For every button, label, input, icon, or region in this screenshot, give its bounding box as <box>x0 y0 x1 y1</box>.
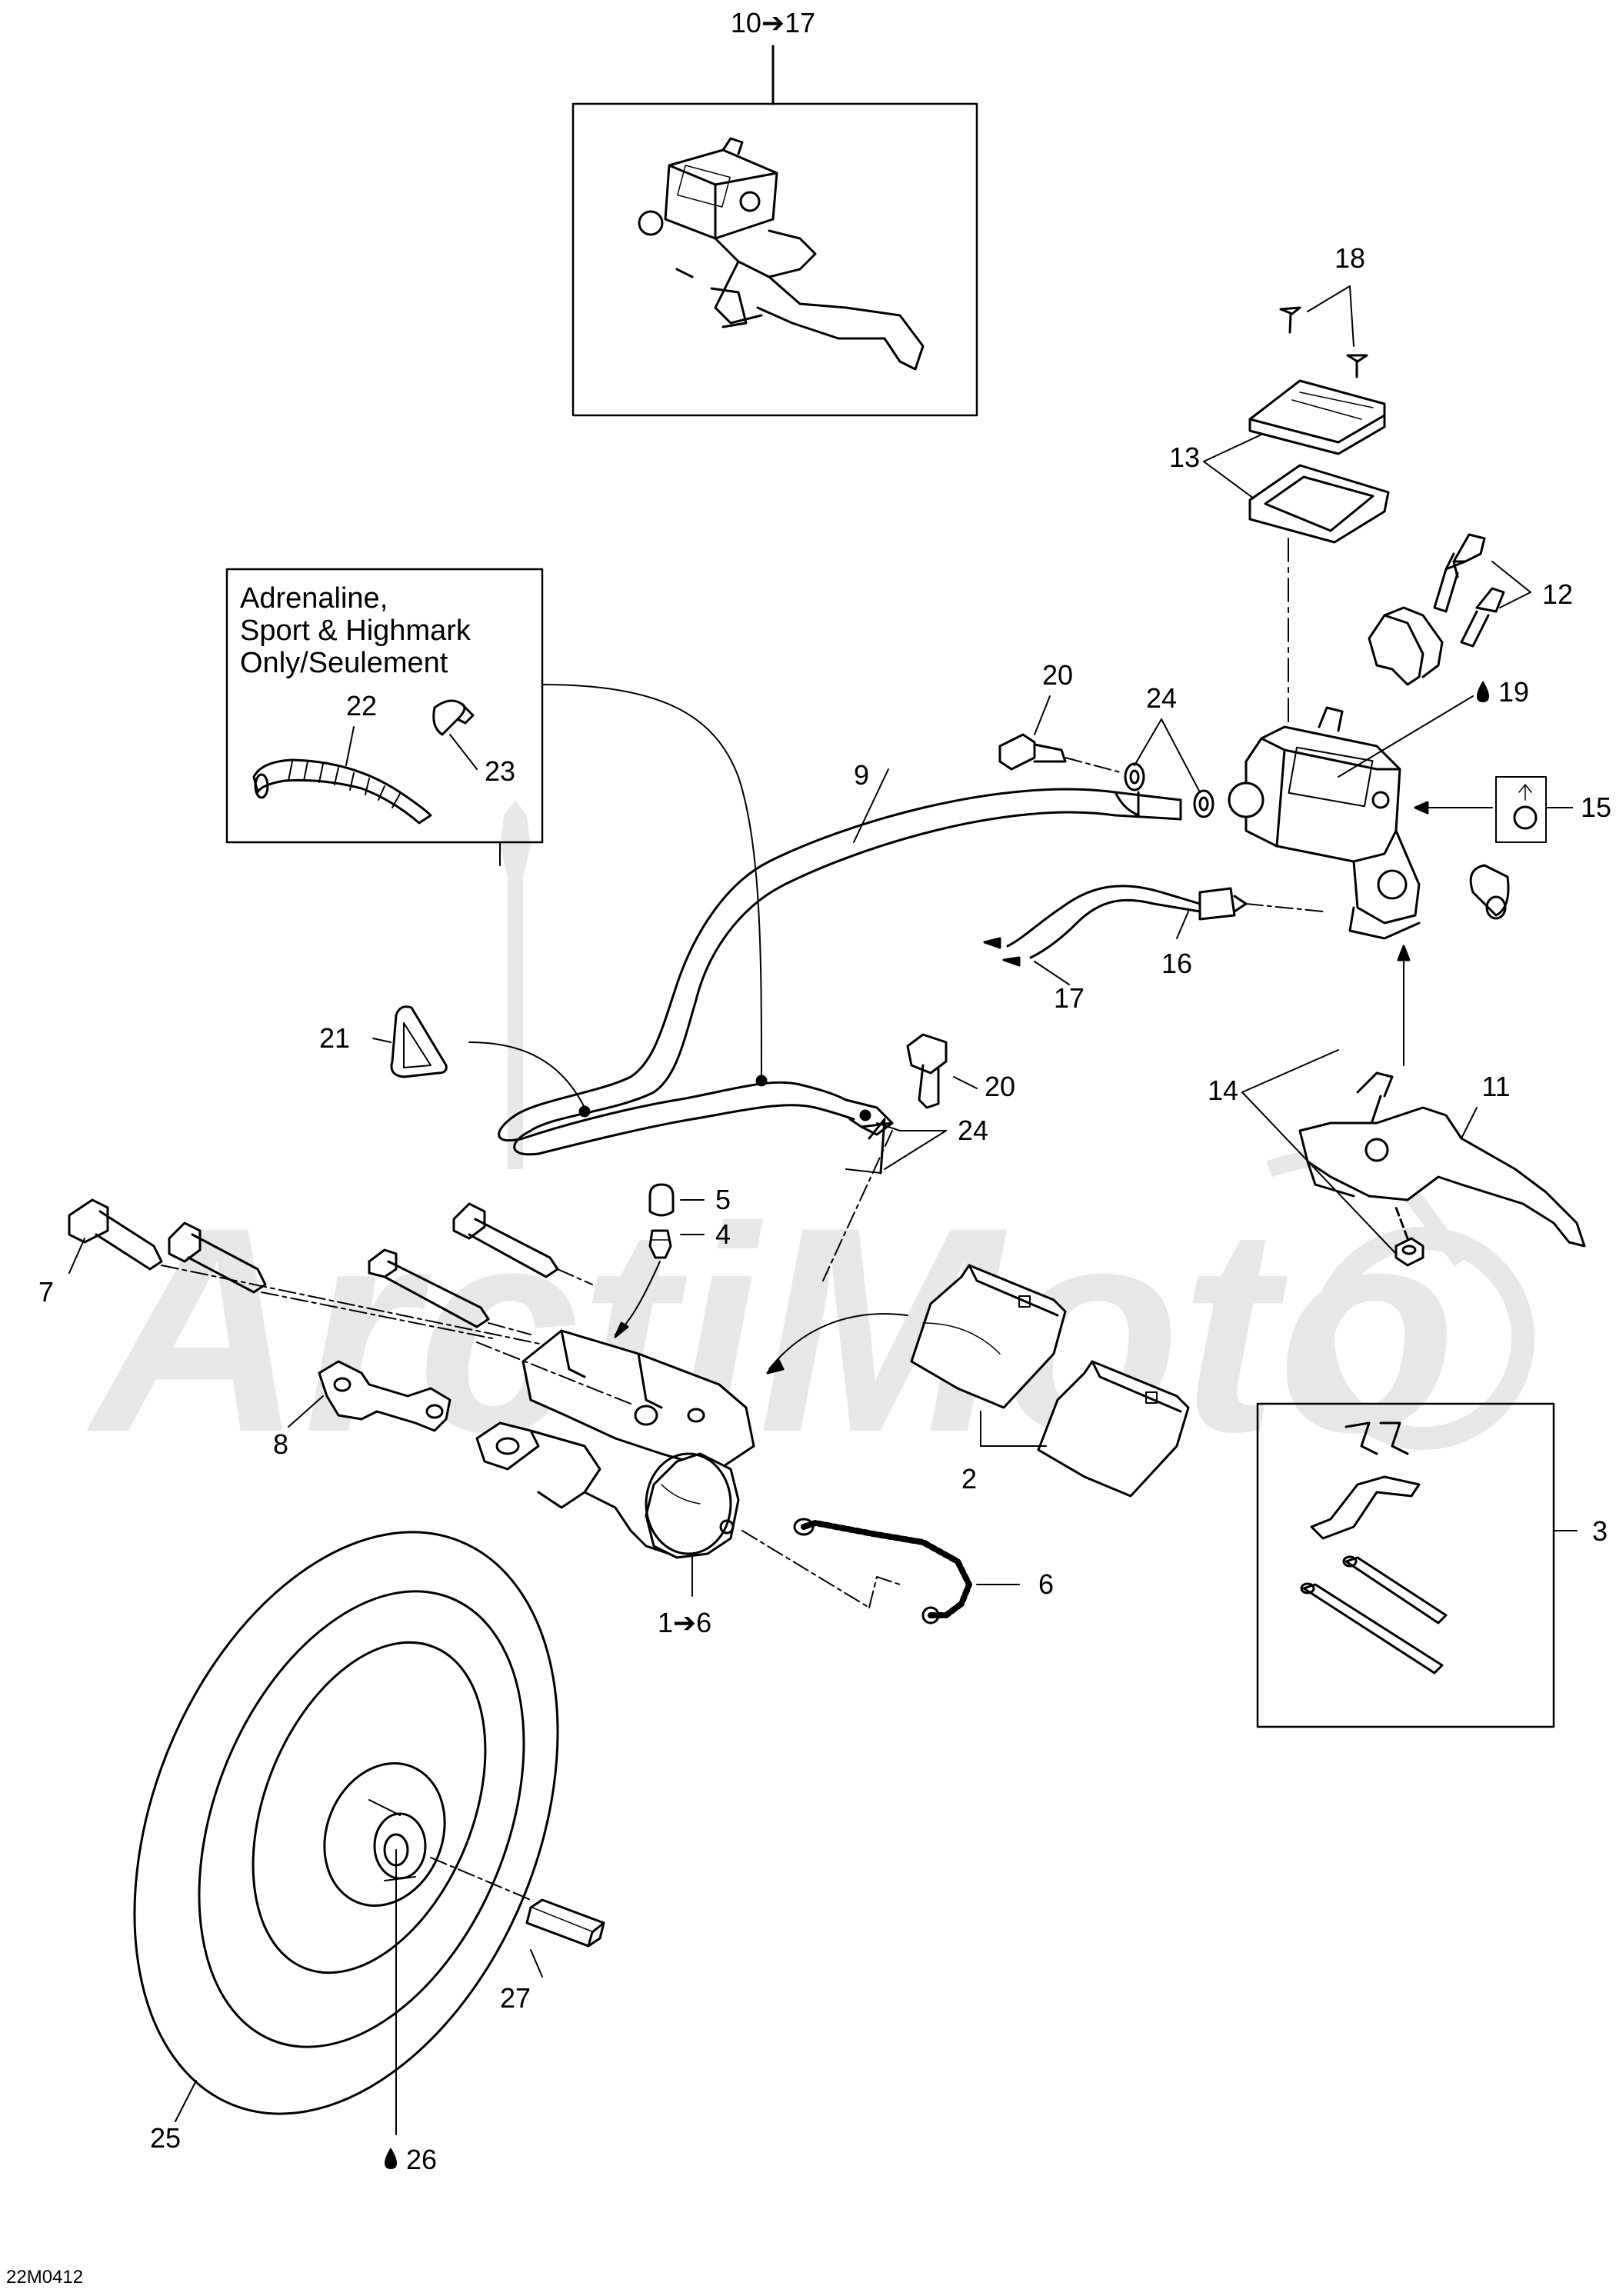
callout-13: 13 <box>1169 442 1200 473</box>
callout-20-top: 20 <box>1042 659 1073 691</box>
callout-17: 17 <box>1054 982 1085 1014</box>
callout-3: 3 <box>1592 1515 1608 1547</box>
pad-spring <box>793 1518 1020 1625</box>
callout-26: 26 <box>406 2144 437 2175</box>
callout-10-17: 10➔17 <box>731 7 815 38</box>
callout-24-lower: 24 <box>958 1115 988 1146</box>
brake-disc <box>133 1531 605 2135</box>
callout-5: 5 <box>715 1184 731 1215</box>
callout-20-lower: 20 <box>985 1071 1015 1102</box>
watermark-text: ArctiMoto <box>83 1166 1456 1493</box>
note-line-2: Sport & Highmark <box>240 615 471 647</box>
callout-1-6: 1➔6 <box>658 1607 711 1638</box>
callout-9: 9 <box>854 759 869 791</box>
callout-18: 18 <box>1334 242 1365 274</box>
inset-box-master-cylinder-assembly <box>571 45 978 417</box>
diagram-code: 22M0412 <box>6 2267 83 2288</box>
callout-11: 11 <box>1481 1071 1510 1102</box>
callout-25: 25 <box>150 2122 181 2154</box>
callout-4: 4 <box>715 1218 731 1250</box>
drop-icon-26 <box>385 2148 397 2169</box>
note-text: Adrenaline, Sport & Highmark Only/Seulem… <box>240 582 471 679</box>
brake-caliper <box>475 1329 901 1608</box>
note-line-3: Only/Seulement <box>240 647 448 679</box>
callout-14: 14 <box>1208 1075 1238 1106</box>
banjo-bolt-top <box>998 695 1214 818</box>
callout-8: 8 <box>273 1428 288 1460</box>
bleeder-cap-and-screw <box>614 1183 705 1338</box>
hose-clip <box>372 1005 591 1118</box>
callout-labels: 10➔17 18 13 12 19 20 24 9 15 22 23 16 17… <box>38 7 1611 2175</box>
callout-6: 6 <box>1038 1568 1054 1600</box>
caliper-bolts <box>68 1198 593 1351</box>
callout-16: 16 <box>1161 948 1192 979</box>
brake-hose <box>498 768 1324 1156</box>
drop-icon-19 <box>1477 681 1489 702</box>
callout-15: 15 <box>1581 791 1611 823</box>
callout-21: 21 <box>319 1022 350 1054</box>
callout-22: 22 <box>346 690 377 721</box>
master-cylinder-exploded <box>1203 285 1547 940</box>
brake-pads <box>766 1264 1190 1498</box>
note-box-optional-parts <box>225 568 768 1087</box>
callout-7: 7 <box>38 1276 54 1308</box>
hardware-kit-box <box>1256 1402 1578 1728</box>
watermark: ArctiMoto <box>83 800 1534 1493</box>
brake-lever <box>1241 945 1586 1267</box>
note-line-1: Adrenaline, <box>240 582 388 615</box>
caliper-bracket <box>288 1360 451 1432</box>
banjo-bolt-lower <box>822 1033 978 1281</box>
callout-24-top: 24 <box>1146 682 1177 714</box>
callout-23: 23 <box>485 755 515 787</box>
callout-27: 27 <box>500 1982 531 2014</box>
callout-2: 2 <box>961 1463 977 1495</box>
callout-19: 19 <box>1498 676 1529 708</box>
callout-12: 12 <box>1542 578 1573 610</box>
